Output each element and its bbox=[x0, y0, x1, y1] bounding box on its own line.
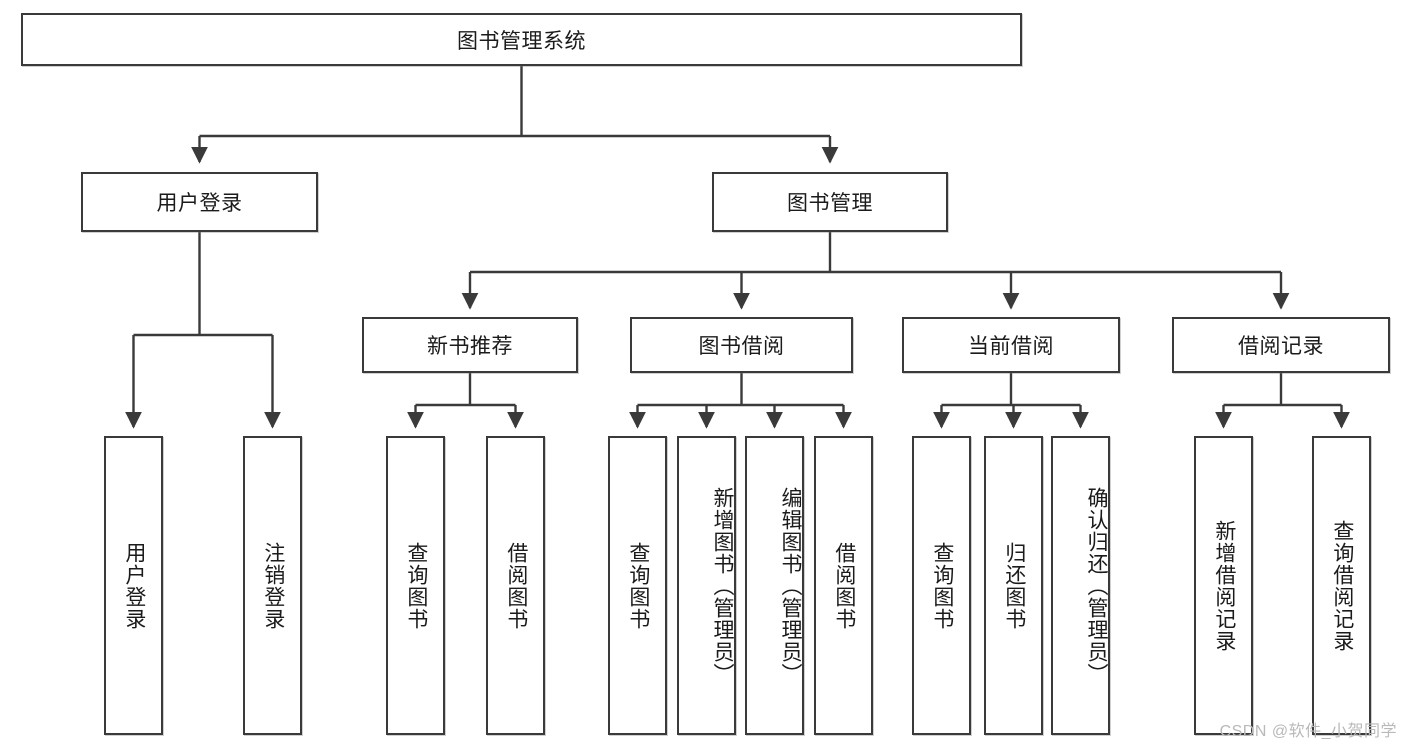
leaf-edit-book-admin[interactable]: 编辑图书（管理员） bbox=[745, 436, 804, 735]
node-new-book-recommend[interactable]: 新书推荐 bbox=[362, 317, 578, 373]
leaf-query-book-recommend[interactable]: 查询图书 bbox=[386, 436, 445, 735]
leaf-query-book-borrow[interactable]: 查询图书 bbox=[608, 436, 667, 735]
leaf-query-borrow-record[interactable]: 查询借阅记录 bbox=[1312, 436, 1371, 735]
leaf-confirm-return-admin[interactable]: 确认归还（管理员） bbox=[1051, 436, 1110, 735]
node-borrow-record[interactable]: 借阅记录 bbox=[1172, 317, 1390, 373]
leaf-user-login[interactable]: 用户登录 bbox=[104, 436, 163, 735]
node-current-borrow[interactable]: 当前借阅 bbox=[902, 317, 1120, 373]
leaf-return-book[interactable]: 归还图书 bbox=[984, 436, 1043, 735]
node-book-manage[interactable]: 图书管理 bbox=[712, 172, 948, 232]
node-user-login[interactable]: 用户登录 bbox=[81, 172, 318, 232]
leaf-query-book-current[interactable]: 查询图书 bbox=[912, 436, 971, 735]
leaf-add-book-admin[interactable]: 新增图书（管理员） bbox=[677, 436, 736, 735]
leaf-add-borrow-record[interactable]: 新增借阅记录 bbox=[1194, 436, 1253, 735]
leaf-borrow-book-recommend[interactable]: 借阅图书 bbox=[486, 436, 545, 735]
leaf-logout[interactable]: 注销登录 bbox=[243, 436, 302, 735]
node-root-system[interactable]: 图书管理系统 bbox=[21, 13, 1022, 66]
leaf-borrow-book[interactable]: 借阅图书 bbox=[814, 436, 873, 735]
csdn-watermark: CSDN @软件_小贺同学 bbox=[1219, 723, 1397, 740]
node-book-borrow[interactable]: 图书借阅 bbox=[630, 317, 853, 373]
